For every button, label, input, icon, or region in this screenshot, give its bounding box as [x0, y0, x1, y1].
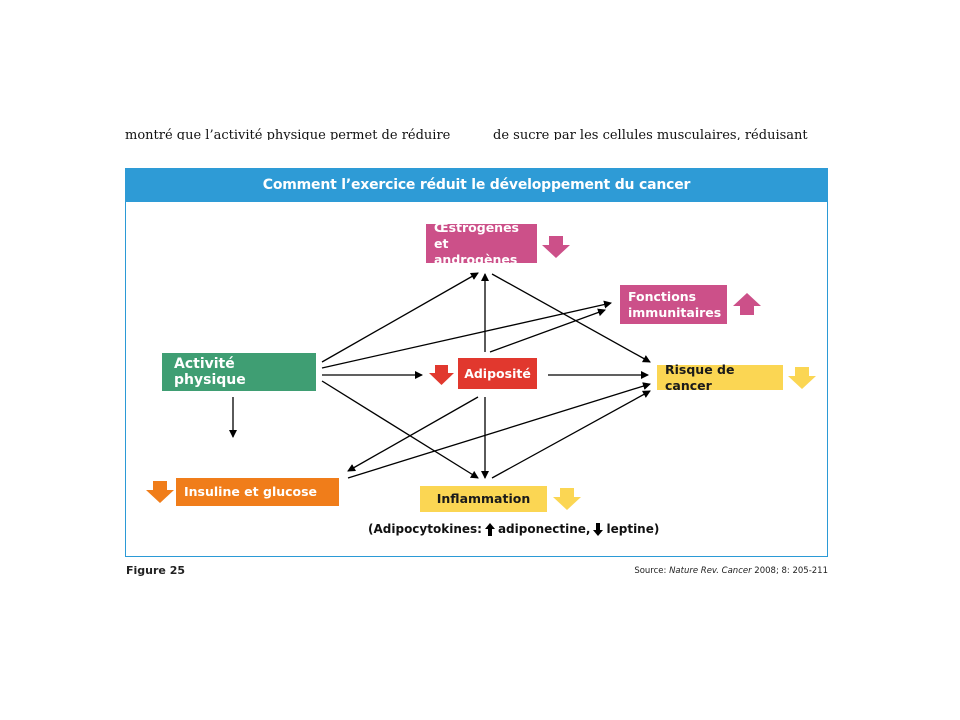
- insuline-glucose-box: Insuline et glucose: [176, 478, 339, 506]
- adiposite-box: Adiposité: [458, 358, 537, 389]
- risque-label: Risque de cancer: [665, 361, 735, 393]
- estrogenes-label-line2: et androgènes: [434, 235, 518, 267]
- activite-physique-box: Activité physique: [162, 353, 316, 391]
- adiponectine-label: adiponectine,: [497, 522, 591, 536]
- adipocytokines-prefix: (Adipocytokines:: [368, 522, 482, 536]
- cut-text-right: de sucre par les cellules musculaires, r…: [493, 128, 808, 140]
- arrow-activite-to-estrogenes: [321, 272, 479, 363]
- arrow-adiposite-to-fonctions: [489, 308, 606, 353]
- fonctions-label-line1: Fonctions: [628, 288, 697, 304]
- arrow-inflammation-to-risque: [491, 390, 651, 479]
- source-journal: Nature Rev. Cancer: [669, 566, 752, 576]
- estrogenes-box: Œstrogènes et androgènes: [426, 220, 537, 267]
- risque-cancer-box: Risque de cancer: [657, 362, 783, 393]
- arrow-insuline-to-risque: [347, 382, 651, 479]
- adipocytokines-note: (Adipocytokines: adiponectine, leptine): [368, 522, 659, 536]
- inflammation-box: Inflammation: [420, 486, 547, 512]
- source-citation: Source: Nature Rev. Cancer 2008; 8: 205-…: [634, 566, 828, 576]
- down-arrow-icon-leptine: [593, 522, 604, 536]
- fonctions-label-line2: immunitaires: [628, 304, 722, 320]
- leptine-label: leptine): [606, 522, 660, 536]
- figure-number: Figure 25: [126, 564, 186, 577]
- down-arrow-icon-insuline: [146, 481, 174, 503]
- source-prefix: Source:: [634, 566, 670, 576]
- estrogenes-label-line1: Œstrogènes: [434, 219, 519, 235]
- arrow-adiposite-to-insuline: [347, 396, 479, 472]
- cut-off-body-text: montré que l’activité physique permet de…: [125, 126, 828, 140]
- cut-text-left: montré que l’activité physique permet de…: [125, 128, 451, 140]
- down-arrow-icon-estrogenes: [542, 236, 570, 258]
- down-arrow-icon-inflammation: [553, 488, 581, 510]
- adiposite-label: Adiposité: [464, 365, 531, 381]
- fonctions-box: Fonctions immunitaires: [620, 285, 727, 324]
- source-suffix: 2008; 8: 205-211: [751, 566, 828, 576]
- figure-title: Comment l’exercice réduit le développeme…: [125, 168, 828, 202]
- inflammation-label: Inflammation: [436, 491, 531, 506]
- arrow-estrogenes-to-risque: [491, 273, 651, 363]
- arrow-activite-to-inflammation: [321, 380, 479, 479]
- insuline-label: Insuline et glucose: [184, 484, 318, 499]
- up-arrow-icon-fonctions: [733, 293, 761, 315]
- activite-label: Activité physique: [174, 356, 246, 388]
- up-arrow-icon-adiponectine: [484, 522, 495, 536]
- down-arrow-icon-adiposite: [429, 365, 454, 385]
- down-arrow-icon-risque: [788, 367, 816, 389]
